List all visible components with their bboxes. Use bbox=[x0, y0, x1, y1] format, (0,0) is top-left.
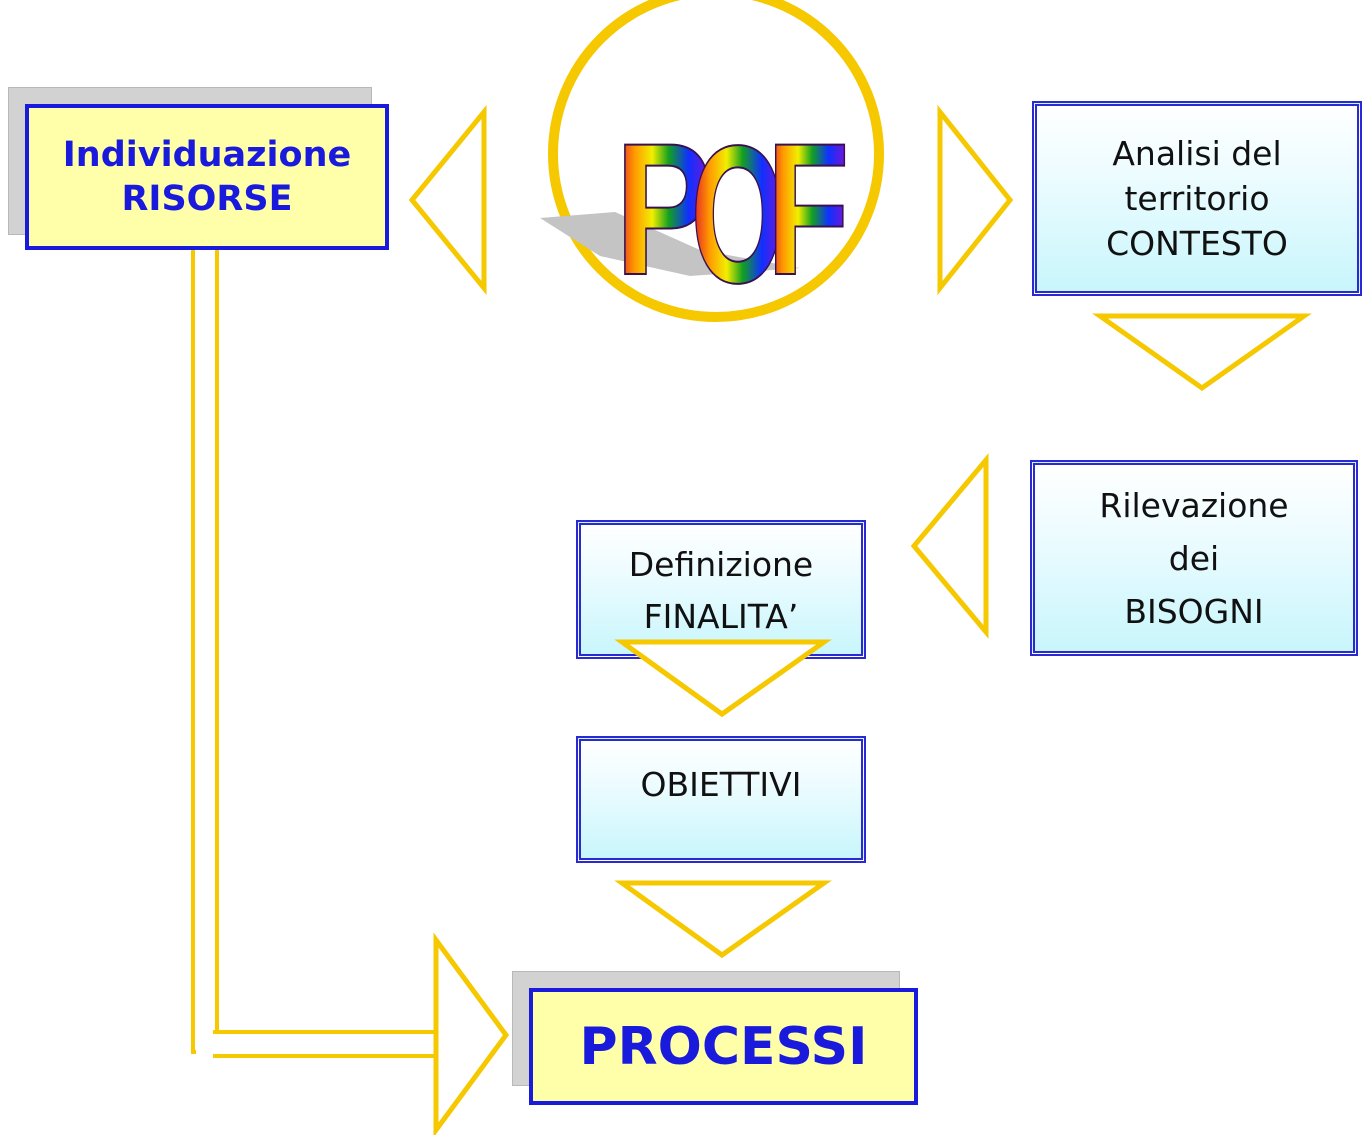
pof-logo-letter-o: O bbox=[691, 104, 786, 324]
processi-node-line1: PROCESSI bbox=[579, 1016, 868, 1077]
pof-logo-letter-f: F bbox=[767, 104, 850, 314]
risorse-node: Individuazione RISORSE bbox=[25, 104, 389, 250]
arrow-down-obiettivi-to-processi bbox=[614, 880, 832, 959]
pof-logo: P O F bbox=[540, 0, 884, 325]
risorse-to-processi-connector bbox=[191, 232, 439, 1058]
pof-logo-letter-p: P bbox=[615, 103, 713, 314]
risorse-node-line2: RISORSE bbox=[121, 179, 293, 219]
arrow-left-bisogni-to-finalita bbox=[910, 453, 989, 639]
bisogni-node-line1: Rilevazione bbox=[1099, 485, 1289, 525]
contesto-node-line1: Analisi del bbox=[1112, 134, 1282, 173]
obiettivi-node-line1: OBIETTIVI bbox=[640, 765, 802, 804]
contesto-node-line2: territorio bbox=[1124, 179, 1270, 218]
contesto-node-line3: CONTESTO bbox=[1106, 224, 1288, 263]
contesto-node: Analisi del territorio CONTESTO bbox=[1032, 101, 1362, 296]
arrow-left-to-risorse bbox=[408, 104, 487, 296]
finalita-node-line2: FINALITA’ bbox=[643, 597, 799, 636]
arrow-right-to-contesto bbox=[937, 104, 1014, 296]
finalita-node: Definizione FINALITA’ bbox=[576, 520, 866, 659]
pof-logo-reflection bbox=[540, 212, 800, 276]
risorse-node-line1: Individuazione bbox=[62, 135, 352, 175]
arrow-right-to-processi bbox=[433, 932, 510, 1135]
arrow-down-contesto-to-bisogni bbox=[1092, 313, 1312, 392]
processi-node: PROCESSI bbox=[529, 988, 918, 1105]
bisogni-node-line3: BISOGNI bbox=[1124, 591, 1264, 631]
obiettivi-node: OBIETTIVI bbox=[576, 736, 866, 863]
bisogni-node: Rilevazione dei BISOGNI bbox=[1030, 460, 1358, 656]
bisogni-node-line2: dei bbox=[1168, 538, 1220, 578]
finalita-node-line1: Definizione bbox=[628, 545, 814, 584]
